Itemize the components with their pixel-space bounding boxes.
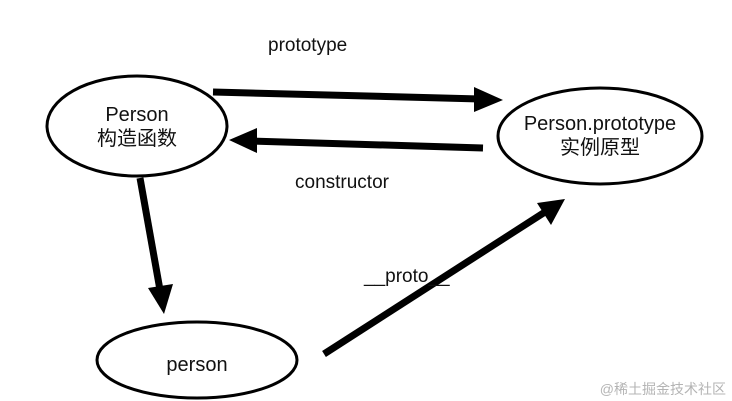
prototype-arrow bbox=[212, 87, 503, 112]
constructor-arrow bbox=[229, 128, 484, 153]
instantiation-arrow bbox=[136, 177, 173, 314]
constructor-node-shape bbox=[45, 74, 229, 178]
prototype-edge-label: prototype bbox=[268, 35, 348, 56]
constructor-node-name: Person bbox=[105, 104, 169, 126]
prototype-node-shape bbox=[496, 86, 704, 186]
prototype-node-label: Person.prototype 实例原型 bbox=[500, 112, 700, 160]
prototype-node-name: Person.prototype bbox=[523, 113, 677, 135]
prototype-node-subtitle: 实例原型 bbox=[560, 137, 640, 159]
instance-node-name: person bbox=[166, 354, 228, 376]
proto-edge-label: __proto__ bbox=[364, 266, 450, 287]
proto-arrow bbox=[322, 199, 565, 357]
instance-node-shape bbox=[95, 320, 299, 400]
constructor-node-subtitle: 构造函数 bbox=[97, 128, 177, 150]
constructor-edge-label: constructor bbox=[295, 172, 389, 193]
instance-node-label: person bbox=[117, 353, 277, 377]
constructor-node-label: Person 构造函数 bbox=[57, 103, 217, 151]
watermark-text: @稀土掘金技术社区 bbox=[599, 381, 726, 397]
